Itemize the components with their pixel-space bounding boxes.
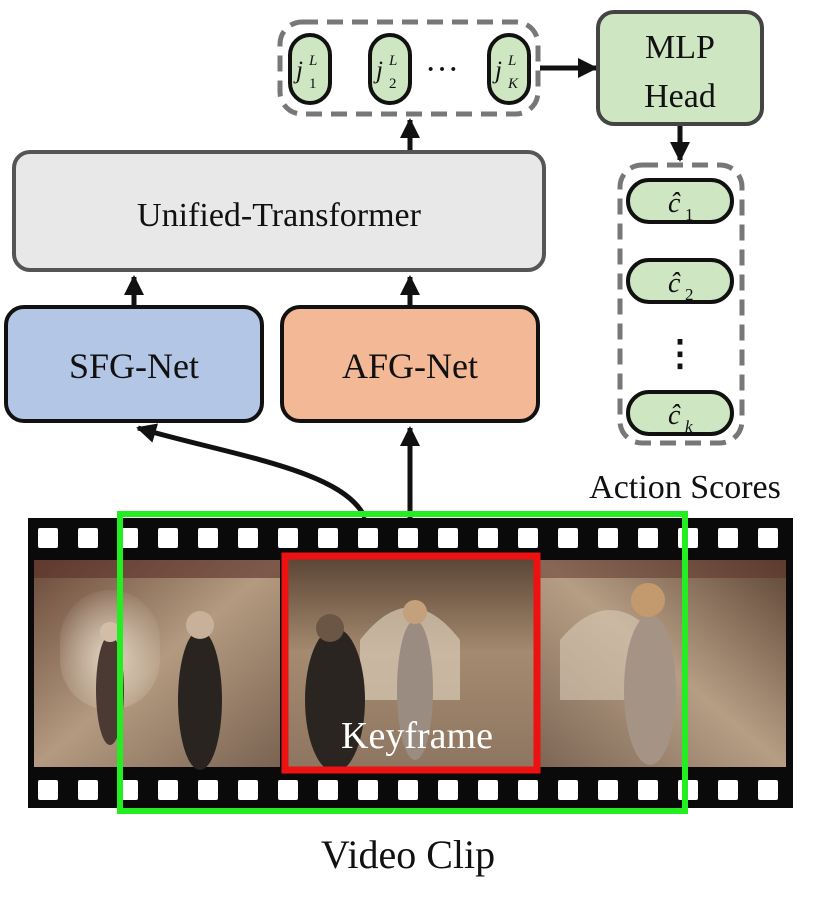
sprocket-hole bbox=[358, 528, 378, 548]
token-jK: j L K bbox=[487, 33, 531, 105]
film-frame-right bbox=[540, 560, 786, 767]
sprocket-hole bbox=[278, 780, 298, 800]
keyframe-label: Keyframe bbox=[341, 715, 493, 757]
token-group-dashed-border bbox=[277, 19, 541, 117]
sprocket-hole bbox=[38, 528, 58, 548]
arrow-clip-to-sfg bbox=[136, 423, 368, 520]
video-clip-caption: Video Clip bbox=[321, 832, 495, 877]
unified-transformer-label: Unified-Transformer bbox=[137, 197, 422, 234]
film-sprockets-bottom bbox=[38, 780, 778, 800]
sprocket-hole bbox=[558, 780, 578, 800]
token-group: j L 1 j L 2 ··· j L K bbox=[277, 19, 541, 117]
sprocket-hole bbox=[358, 780, 378, 800]
sprocket-hole bbox=[718, 780, 738, 800]
token-j2-sub: 2 bbox=[389, 76, 397, 92]
film-strip: Keyframe bbox=[28, 511, 793, 814]
sprocket-hole bbox=[158, 528, 178, 548]
sprocket-hole bbox=[598, 528, 618, 548]
token-j2-base: j bbox=[373, 57, 383, 84]
sprocket-hole bbox=[518, 528, 538, 548]
mlp-head-line2: Head bbox=[644, 78, 716, 115]
score-group: ĉ 1 ĉ 2 ⋮ ĉ k bbox=[617, 162, 745, 446]
svg-text:L: L bbox=[388, 53, 397, 69]
score-c2-base: ĉ bbox=[668, 268, 681, 299]
sprocket-hole bbox=[38, 780, 58, 800]
score-c2: ĉ 2 bbox=[626, 258, 734, 304]
keyframe-border bbox=[281, 552, 541, 774]
score-ck: ĉ k bbox=[626, 390, 734, 436]
sprocket-hole bbox=[438, 528, 458, 548]
video-clip-border bbox=[117, 511, 688, 814]
sprocket-hole bbox=[78, 780, 98, 800]
sprocket-hole bbox=[638, 780, 658, 800]
sprocket-hole bbox=[198, 528, 218, 548]
sprocket-hole bbox=[318, 780, 338, 800]
film-frame-left bbox=[34, 560, 280, 770]
svg-text:j: j bbox=[293, 57, 303, 84]
sprocket-hole bbox=[398, 528, 418, 548]
sprocket-hole bbox=[758, 528, 778, 548]
sprocket-hole bbox=[438, 780, 458, 800]
svg-text:ĉ: ĉ bbox=[668, 188, 681, 219]
svg-text:k: k bbox=[685, 417, 693, 436]
sprocket-hole bbox=[398, 780, 418, 800]
score-ck-base: ĉ bbox=[668, 400, 681, 431]
token-ellipsis: ··· bbox=[425, 51, 459, 88]
score-c1-sub: 1 bbox=[685, 205, 694, 224]
sprocket-hole bbox=[518, 780, 538, 800]
token-j2: j L 2 bbox=[368, 33, 412, 105]
sprocket-hole bbox=[558, 528, 578, 548]
svg-text:1: 1 bbox=[309, 76, 317, 92]
sfg-net-label: SFG-Net bbox=[69, 346, 199, 386]
svg-text:L: L bbox=[507, 53, 516, 69]
svg-text:K: K bbox=[507, 76, 519, 92]
sfg-net-box: SFG-Net bbox=[4, 305, 264, 423]
mlp-head-box: MLP Head bbox=[596, 10, 764, 126]
svg-text:L: L bbox=[308, 53, 317, 69]
score-c1: ĉ 1 bbox=[626, 178, 734, 224]
svg-text:j: j bbox=[373, 57, 383, 84]
score-c2-sub: 2 bbox=[685, 285, 694, 304]
svg-text:ĉ: ĉ bbox=[668, 400, 681, 431]
sprocket-hole bbox=[238, 780, 258, 800]
svg-text:2: 2 bbox=[685, 285, 694, 304]
sprocket-hole bbox=[278, 528, 298, 548]
token-jK-sub: K bbox=[507, 76, 519, 92]
sprocket-hole bbox=[638, 528, 658, 548]
score-group-dashed-border bbox=[617, 162, 745, 446]
token-j1-sup: L bbox=[308, 53, 317, 69]
afg-net-label: AFG-Net bbox=[342, 346, 478, 386]
svg-text:1: 1 bbox=[685, 205, 694, 224]
sprocket-hole bbox=[78, 528, 98, 548]
sprocket-hole bbox=[158, 780, 178, 800]
token-j1-sub: 1 bbox=[309, 76, 317, 92]
action-scores-caption: Action Scores bbox=[589, 469, 781, 506]
film-frame-middle bbox=[283, 556, 537, 772]
sprocket-hole bbox=[478, 528, 498, 548]
token-j2-sup: L bbox=[388, 53, 397, 69]
sprocket-hole bbox=[318, 528, 338, 548]
svg-text:2: 2 bbox=[389, 76, 397, 92]
score-c1-base: ĉ bbox=[668, 188, 681, 219]
svg-text:ĉ: ĉ bbox=[668, 268, 681, 299]
token-j1-base: j bbox=[293, 57, 303, 84]
score-ck-sub: k bbox=[685, 417, 693, 436]
sprocket-hole bbox=[198, 780, 218, 800]
sprocket-hole bbox=[478, 780, 498, 800]
sprocket-hole bbox=[718, 528, 738, 548]
film-sprockets-top bbox=[38, 528, 778, 548]
svg-text:j: j bbox=[492, 57, 502, 84]
token-jK-sup: L bbox=[507, 53, 516, 69]
mlp-head-line1: MLP bbox=[645, 29, 715, 66]
afg-net-box: AFG-Net bbox=[280, 305, 540, 423]
sprocket-hole bbox=[238, 528, 258, 548]
unified-transformer-box: Unified-Transformer bbox=[12, 150, 546, 272]
token-j1: j L 1 bbox=[288, 33, 332, 105]
sprocket-hole bbox=[758, 780, 778, 800]
sprocket-hole bbox=[598, 780, 618, 800]
token-jK-base: j bbox=[492, 57, 502, 84]
score-ellipsis: ⋮ bbox=[662, 333, 698, 373]
